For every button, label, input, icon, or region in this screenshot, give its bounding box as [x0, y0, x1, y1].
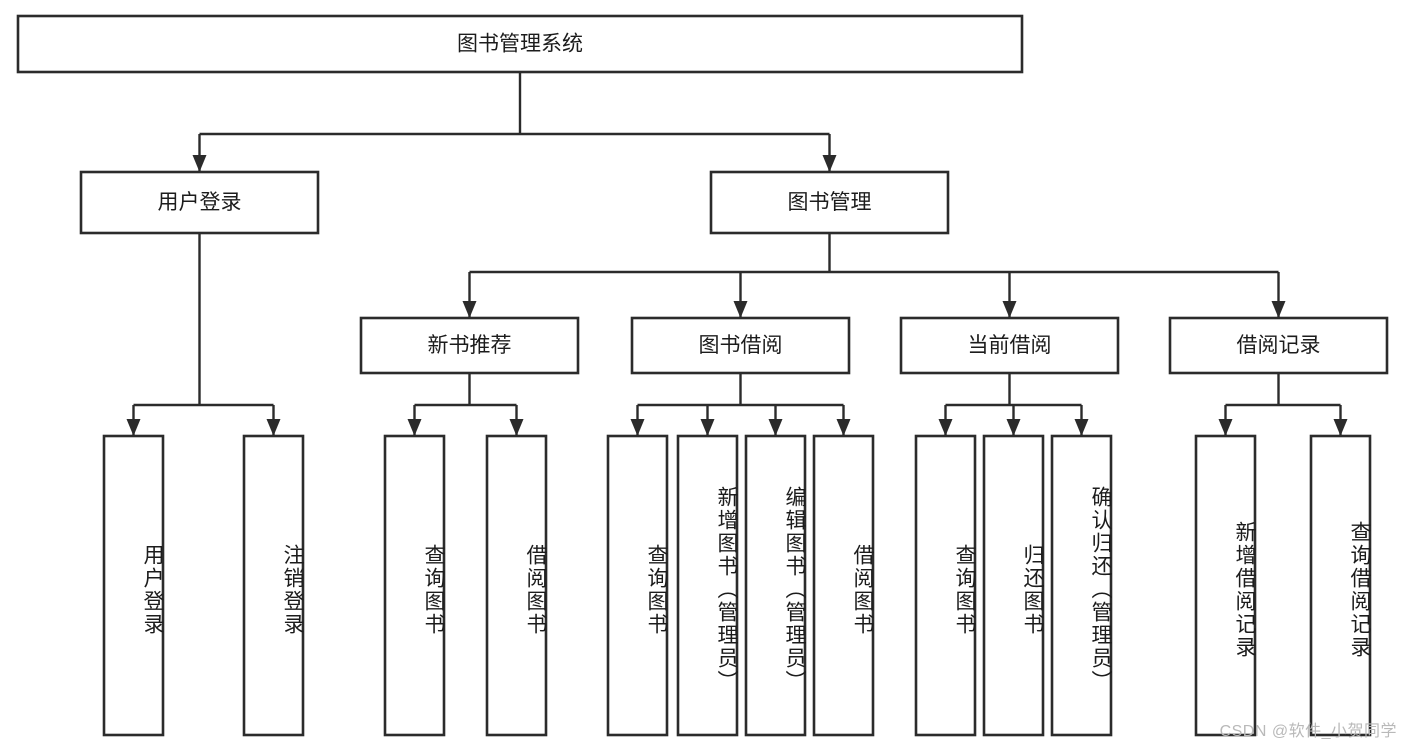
node-box-leaf-borrow-book[interactable] — [812, 434, 875, 737]
node-current-borrow[interactable]: 当前借阅 — [899, 316, 1120, 375]
arrow-head-icon-leaf-return-book — [1006, 419, 1021, 436]
node-box-leaf-add-book-admin[interactable] — [676, 434, 739, 737]
node-label-book-borrow: 图书借阅 — [699, 334, 783, 357]
arrow-head-icon-leaf-user-login — [126, 419, 141, 436]
arrow-head-icon-leaf-query-book-current — [938, 419, 953, 436]
arrow-head-icon-current-borrow — [1002, 301, 1017, 318]
node-box-book-borrow[interactable] — [630, 316, 851, 375]
watermark-text: CSDN @软件_小贺同学 — [1219, 723, 1397, 740]
node-leaf-edit-book-admin[interactable] — [744, 434, 807, 737]
node-box-current-borrow[interactable] — [899, 316, 1120, 375]
node-box-leaf-edit-book-admin[interactable] — [744, 434, 807, 737]
node-new-book-recommend[interactable]: 新书推荐 — [359, 316, 580, 375]
connectors-layer — [126, 72, 1348, 436]
node-box-user-login[interactable] — [79, 170, 320, 235]
node-box-book-manage[interactable] — [709, 170, 950, 235]
node-leaf-query-book[interactable] — [606, 434, 669, 737]
arrow-head-icon-leaf-logout-login — [266, 419, 281, 436]
node-box-leaf-query-book-current[interactable] — [914, 434, 977, 737]
node-leaf-user-login[interactable] — [102, 434, 165, 737]
arrow-head-icon-leaf-edit-book-admin — [768, 419, 783, 436]
node-leaf-query-book-current[interactable] — [914, 434, 977, 737]
arrow-head-icon-leaf-confirm-return-admin — [1074, 419, 1089, 436]
node-label-root: 图书管理系统 — [457, 33, 583, 56]
arrow-head-icon-book-borrow — [733, 301, 748, 318]
arrow-head-icon-leaf-add-borrow-record — [1218, 419, 1233, 436]
node-leaf-borrow-book[interactable] — [812, 434, 875, 737]
node-root[interactable]: 图书管理系统 — [16, 14, 1024, 74]
arrow-head-icon-new-book-recommend — [462, 301, 477, 318]
node-book-borrow[interactable]: 图书借阅 — [630, 316, 851, 375]
node-leaf-add-borrow-record[interactable] — [1194, 434, 1257, 737]
arrow-head-icon-leaf-query-book — [630, 419, 645, 436]
arrow-head-icon-leaf-borrow-book-recommend — [509, 419, 524, 436]
node-label-user-login: 用户登录 — [158, 191, 242, 214]
arrow-head-icon-leaf-add-book-admin — [700, 419, 715, 436]
arrow-head-icon-leaf-query-borrow-record — [1333, 419, 1348, 436]
node-box-leaf-add-borrow-record[interactable] — [1194, 434, 1257, 737]
node-leaf-return-book[interactable] — [982, 434, 1045, 737]
node-box-leaf-logout-login[interactable] — [242, 434, 305, 737]
node-label-new-book-recommend: 新书推荐 — [428, 334, 512, 357]
node-borrow-record[interactable]: 借阅记录 — [1168, 316, 1389, 375]
node-label-current-borrow: 当前借阅 — [968, 334, 1052, 357]
arrow-head-icon-leaf-query-book-recommend — [407, 419, 422, 436]
node-box-leaf-user-login[interactable] — [102, 434, 165, 737]
arrow-head-icon-user-login — [192, 155, 207, 172]
arrow-head-icon-book-manage — [822, 155, 837, 172]
arrow-head-icon-leaf-borrow-book — [836, 419, 851, 436]
node-box-leaf-confirm-return-admin[interactable] — [1050, 434, 1113, 737]
node-box-borrow-record[interactable] — [1168, 316, 1389, 375]
node-box-root[interactable] — [16, 14, 1024, 74]
node-box-leaf-borrow-book-recommend[interactable] — [485, 434, 548, 737]
node-leaf-query-borrow-record[interactable] — [1309, 434, 1372, 737]
node-leaf-add-book-admin[interactable] — [676, 434, 739, 737]
node-box-leaf-query-book-recommend[interactable] — [383, 434, 446, 737]
node-book-manage[interactable]: 图书管理 — [709, 170, 950, 235]
node-box-leaf-return-book[interactable] — [982, 434, 1045, 737]
node-box-leaf-query-book[interactable] — [606, 434, 669, 737]
node-leaf-logout-login[interactable] — [242, 434, 305, 737]
node-label-book-manage: 图书管理 — [788, 191, 872, 214]
node-box-leaf-query-borrow-record[interactable] — [1309, 434, 1372, 737]
node-user-login[interactable]: 用户登录 — [79, 170, 320, 235]
node-leaf-query-book-recommend[interactable] — [383, 434, 446, 737]
node-leaf-borrow-book-recommend[interactable] — [485, 434, 548, 737]
arrow-head-icon-borrow-record — [1271, 301, 1286, 318]
node-leaf-confirm-return-admin[interactable] — [1050, 434, 1113, 737]
node-box-new-book-recommend[interactable] — [359, 316, 580, 375]
node-label-borrow-record: 借阅记录 — [1237, 334, 1321, 357]
